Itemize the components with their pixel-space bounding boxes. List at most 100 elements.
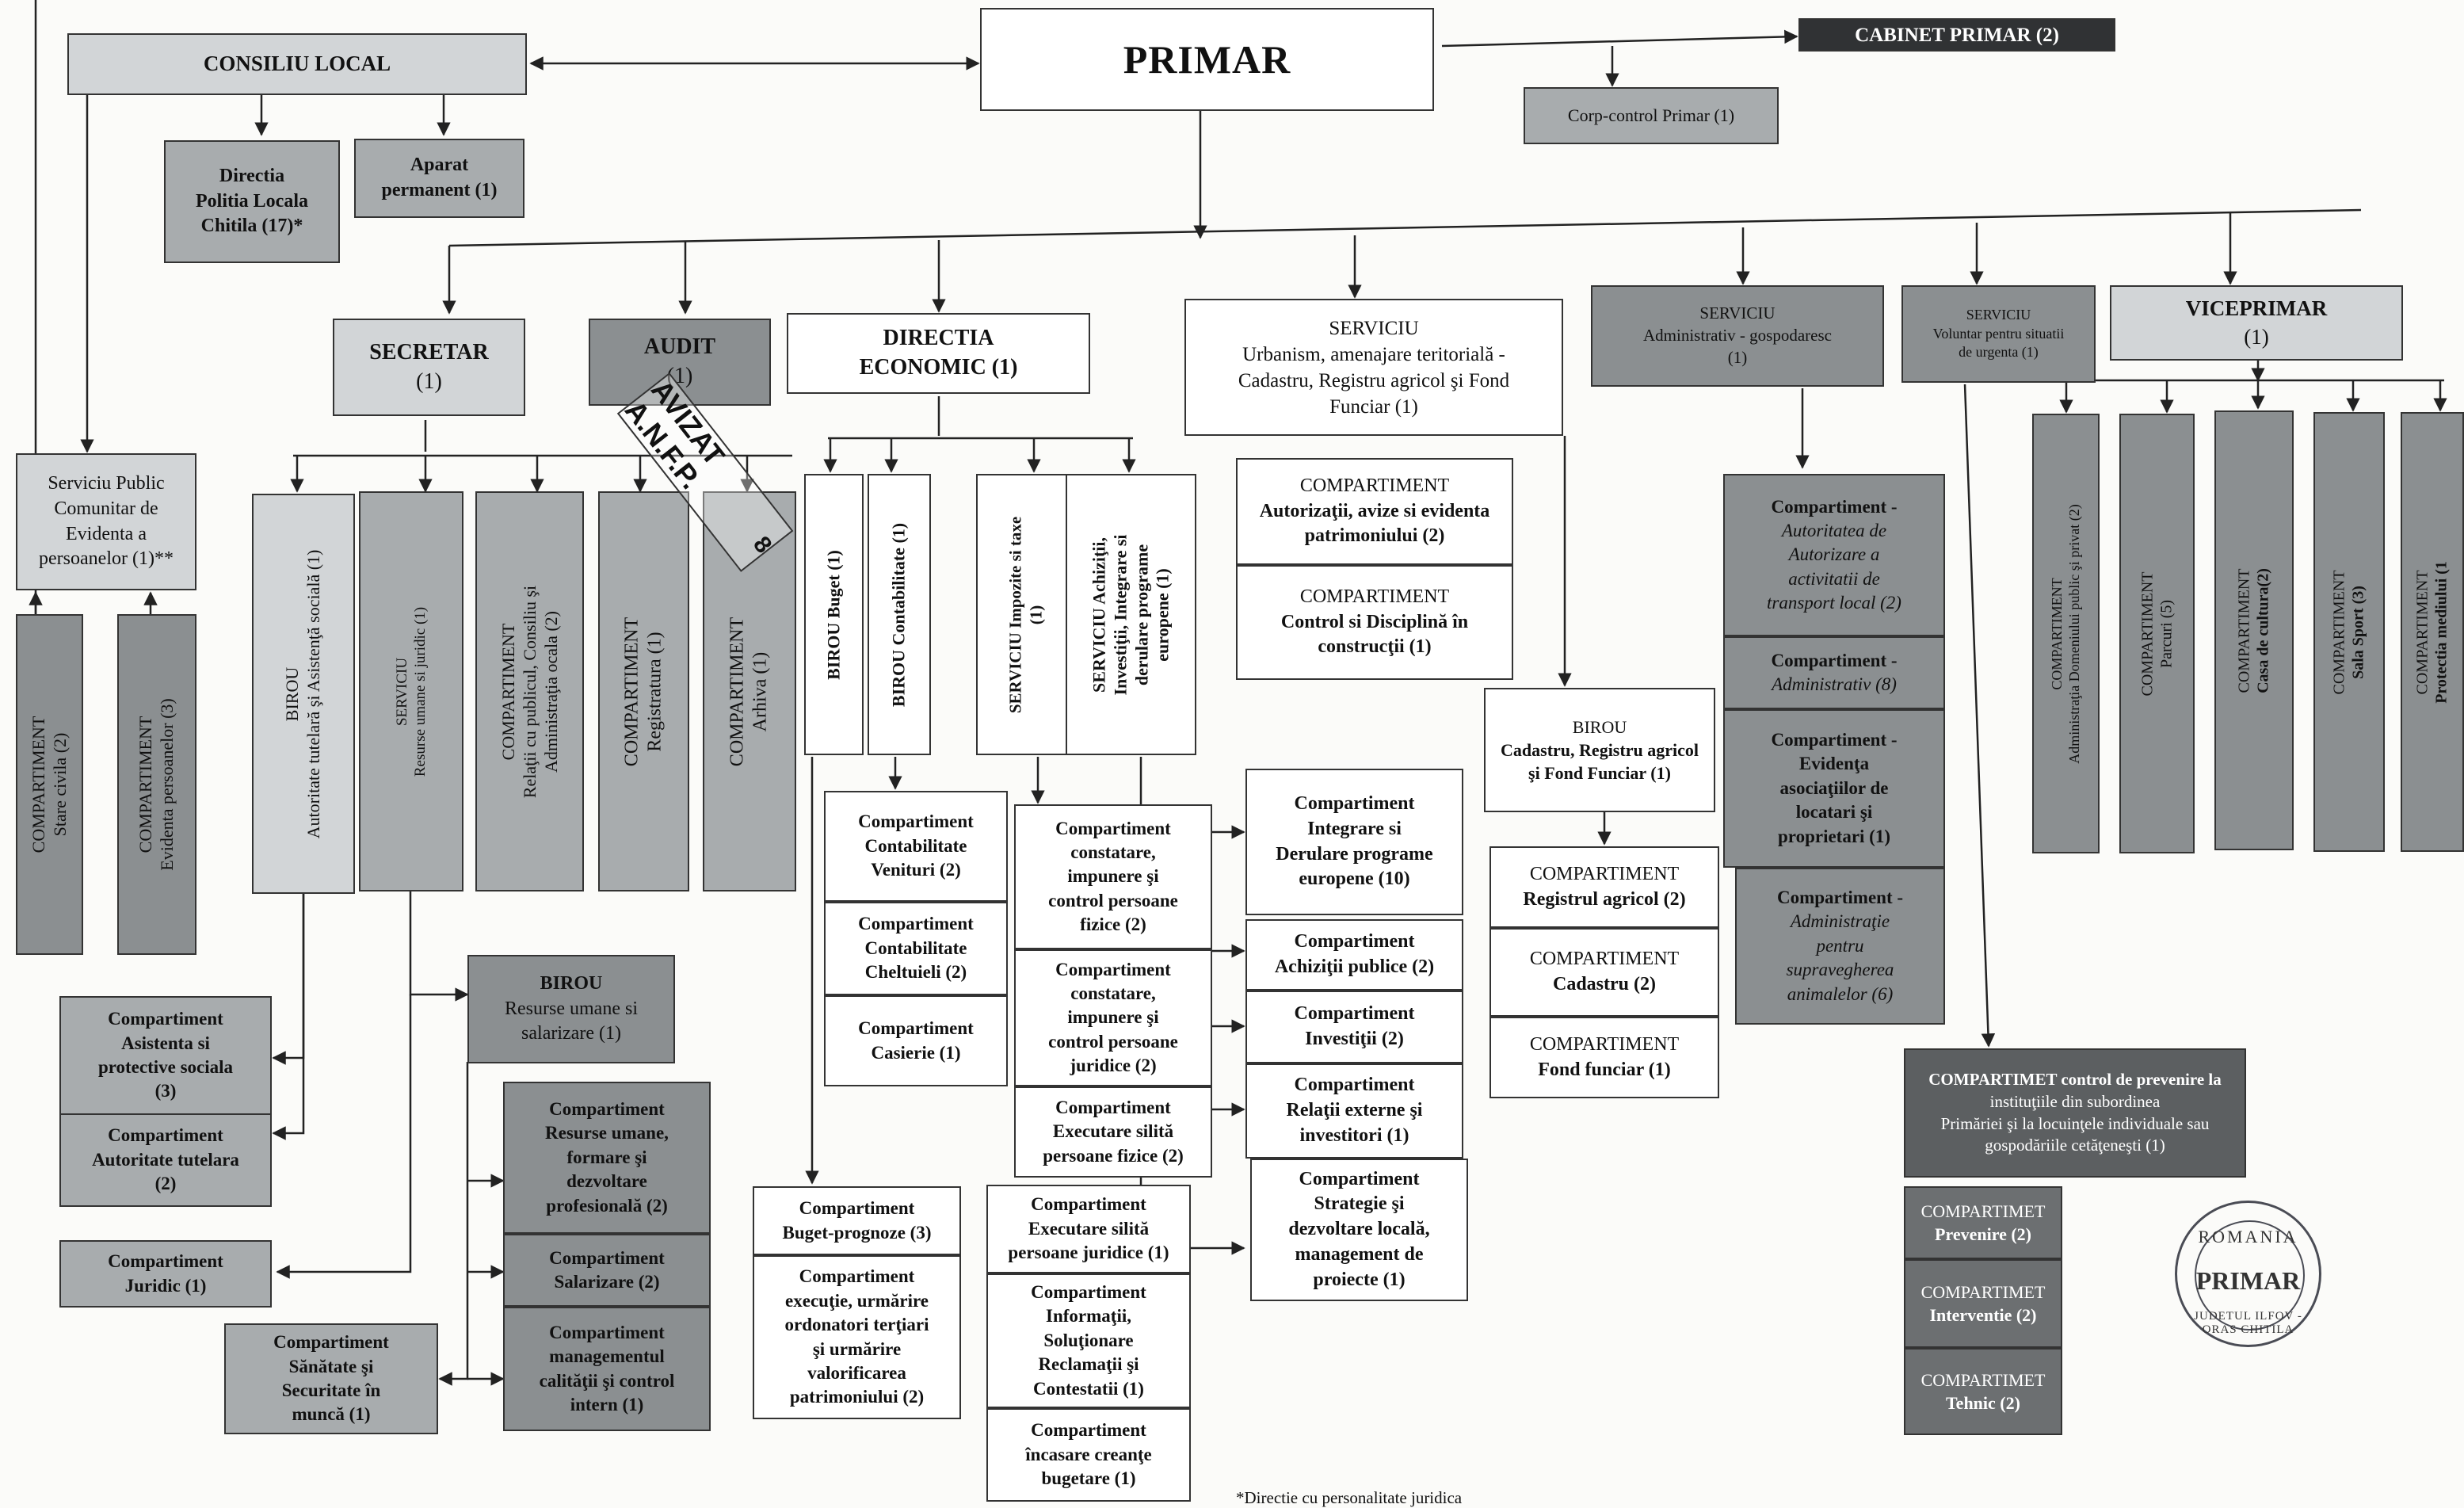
spclep-line: Evidenta a bbox=[66, 523, 147, 544]
resurse-umane-formare-box: Compartiment Resurse umane, formare şi d… bbox=[503, 1082, 711, 1234]
constatare-juridice-line: control persoane bbox=[1048, 1031, 1178, 1052]
achizitii-line: Compartiment bbox=[1294, 931, 1415, 953]
prevenire-box: COMPARTIMET Prevenire (2) bbox=[1904, 1186, 2062, 1259]
vice-comp-line: Protectia mediului (1 bbox=[2433, 560, 2451, 704]
control-disciplina-line: construcţii (1) bbox=[1318, 636, 1432, 658]
vice-comp-line: COMPARTIMENT bbox=[2330, 570, 2348, 694]
informatii-reclamatii-box: Compartiment Informaţii, Soluţionare Rec… bbox=[986, 1273, 1191, 1408]
juridic-line: Compartiment bbox=[108, 1251, 223, 1272]
supravegherea-animalelor-box: Compartiment - Administraţie pentru supr… bbox=[1735, 868, 1945, 1025]
cabinet-primar-label: CABINET PRIMAR (2) bbox=[1855, 24, 2059, 46]
cheltuieli-line: Contabilitate bbox=[864, 937, 967, 958]
executare-juridice-line: Compartiment bbox=[1031, 1194, 1146, 1215]
vice-comp-line: Parcuri (5) bbox=[2157, 599, 2176, 668]
strategie-line: management de bbox=[1295, 1243, 1424, 1265]
stamp-primar: PRIMAR bbox=[2195, 1266, 2301, 1295]
tutelara-line: Autoritate tutelara bbox=[92, 1149, 239, 1170]
birou-cadastru-box: BIROU Cadastru, Registru agricol şi Fond… bbox=[1484, 688, 1715, 812]
interventie-box: COMPARTIMET Interventie (2) bbox=[1904, 1259, 2062, 1348]
stare-civila-line: COMPARTIMENT bbox=[28, 716, 48, 853]
venituri-line: Venituri (2) bbox=[871, 860, 961, 880]
salarizare-line: Compartiment bbox=[549, 1247, 665, 1268]
asociatii-line: asociaţiilor de bbox=[1779, 777, 1889, 798]
serviciu-impozite-box: SERVICIU Impozite si taxe(1) bbox=[976, 474, 1075, 755]
birou-ru-line: salarizare (1) bbox=[521, 1023, 621, 1044]
birou-tutelara-line: Autoritate tutelară şi Asistenţă socială… bbox=[303, 549, 323, 838]
tehnic-box: COMPARTIMET Tehnic (2) bbox=[1904, 1348, 2062, 1435]
casierie-box: Compartiment Casierie (1) bbox=[824, 995, 1008, 1086]
fond-funciar-line: COMPARTIMENT bbox=[1529, 1033, 1680, 1055]
secretar-line: (1) bbox=[416, 368, 442, 394]
constatare-juridice-line: impunere şi bbox=[1067, 1007, 1159, 1028]
relatii-externe-line: investitori (1) bbox=[1299, 1124, 1409, 1146]
prevenire-line: COMPARTIMET bbox=[1920, 1201, 2046, 1221]
evidenta-line: COMPARTIMENT bbox=[135, 716, 156, 853]
management-line: Compartiment bbox=[549, 1322, 665, 1342]
voluntar-line: de urgenta (1) bbox=[1959, 344, 2039, 361]
serv-achizitii-line: europene (1) bbox=[1152, 567, 1173, 662]
transport-line: Autoritatea de bbox=[1781, 520, 1887, 540]
strategie-line: dezvoltare locală, bbox=[1288, 1219, 1430, 1240]
strategie-line: Strategie şi bbox=[1314, 1193, 1405, 1215]
juridic-line: Juridic (1) bbox=[124, 1275, 207, 1296]
constatare-juridice-box: Compartiment constatare, impunere şi con… bbox=[1014, 949, 1212, 1086]
strategie-line: proiecte (1) bbox=[1313, 1269, 1406, 1290]
registratura-line: Registratura (1) bbox=[644, 631, 666, 752]
aparat-permanent-box: Aparat permanent (1) bbox=[354, 139, 524, 218]
viceprimar-box: VICEPRIMAR (1) bbox=[2110, 285, 2403, 361]
serviciu-urbanism-box: SERVICIU Urbanism, amenajare teritorială… bbox=[1184, 299, 1563, 436]
interventie-line: Interventie (2) bbox=[1929, 1305, 2037, 1325]
casierie-line: Casierie (1) bbox=[871, 1042, 961, 1063]
birou-buget-label: BIROU Buget (1) bbox=[823, 549, 844, 680]
informatii-line: Informaţii, bbox=[1046, 1306, 1131, 1327]
executie-ordonatori-box: Compartiment execuţie, urmărire ordonato… bbox=[753, 1255, 961, 1419]
asistenta-line: Compartiment bbox=[108, 1009, 223, 1029]
primar-seal-stamp: ROMANIA PRIMAR JUDETUL ILFOV - ORAS CHIT… bbox=[2175, 1201, 2321, 1347]
management-line: managementul bbox=[549, 1346, 665, 1367]
transport-line: transport local (2) bbox=[1767, 593, 1901, 613]
autoritate-tutelara-box: Compartiment Autoritate tutelara (2) bbox=[59, 1113, 272, 1207]
cadastru-box: COMPARTIMENT Cadastru (2) bbox=[1489, 928, 1719, 1017]
birou-cadastru-line: Cadastru, Registru agricol bbox=[1501, 739, 1699, 760]
ru-formare-line: Compartiment bbox=[549, 1099, 665, 1120]
juridic-box: Compartiment Juridic (1) bbox=[59, 1240, 272, 1308]
asociatii-line: Compartiment - bbox=[1771, 730, 1898, 750]
informatii-line: Compartiment bbox=[1031, 1282, 1146, 1303]
informatii-line: Reclamaţii şi bbox=[1038, 1354, 1139, 1375]
strategie-dezvoltare-box: Compartiment Strategie şi dezvoltare loc… bbox=[1250, 1159, 1468, 1301]
vice-comp-line: COMPARTIMENT bbox=[2048, 577, 2065, 690]
sanatate-line: Securitate în bbox=[281, 1380, 381, 1400]
transport-line: activitatii de bbox=[1788, 568, 1880, 589]
salarizare-box: Compartiment Salarizare (2) bbox=[503, 1234, 711, 1307]
constatare-fizice-line: impunere şi bbox=[1067, 866, 1159, 887]
integrare-line: Compartiment bbox=[1294, 793, 1415, 815]
audit-line: AUDIT bbox=[643, 334, 716, 360]
constatare-fizice-line: control persoane bbox=[1048, 890, 1178, 911]
managementul-calitatii-box: Compartiment managementul calităţii şi c… bbox=[503, 1307, 711, 1431]
executie-line: patrimoniului (2) bbox=[789, 1387, 925, 1407]
serviciu-voluntar-box: SERVICIU Voluntar pentru situatii de urg… bbox=[1901, 285, 2096, 383]
asociatii-line: proprietari (1) bbox=[1777, 826, 1890, 846]
serviciu-public-box: Serviciu Public Comunitar de Evidenta a … bbox=[16, 453, 196, 590]
prevenire-main-line: COMPARTIMET control de prevenire la bbox=[1928, 1070, 2222, 1090]
achizitii-line: Achiziţii publice (2) bbox=[1274, 956, 1435, 977]
ru-formare-line: Resurse umane, bbox=[545, 1123, 669, 1143]
transport-line: Autorizare a bbox=[1788, 544, 1880, 565]
asociatii-line: locatari şi bbox=[1795, 802, 1873, 823]
executare-juridice-box: Compartiment Executare silită persoane j… bbox=[986, 1185, 1191, 1273]
viceprimar-line: VICEPRIMAR bbox=[2185, 296, 2328, 320]
achizitii-publice-box: Compartiment Achiziţii publice (2) bbox=[1245, 919, 1463, 991]
constatare-juridice-line: constatare, bbox=[1070, 983, 1156, 1003]
admin-line: Administrativ (8) bbox=[1772, 674, 1897, 694]
voluntar-line: SERVICIU bbox=[1966, 306, 2031, 323]
relatii-line: COMPARTIMENT bbox=[498, 623, 518, 760]
impozite-line: (1) bbox=[1025, 605, 1045, 624]
transport-local-box: Compartiment - Autoritatea de Autorizare… bbox=[1723, 474, 1945, 636]
serv-achizitii-line: derulare programe bbox=[1131, 544, 1151, 685]
